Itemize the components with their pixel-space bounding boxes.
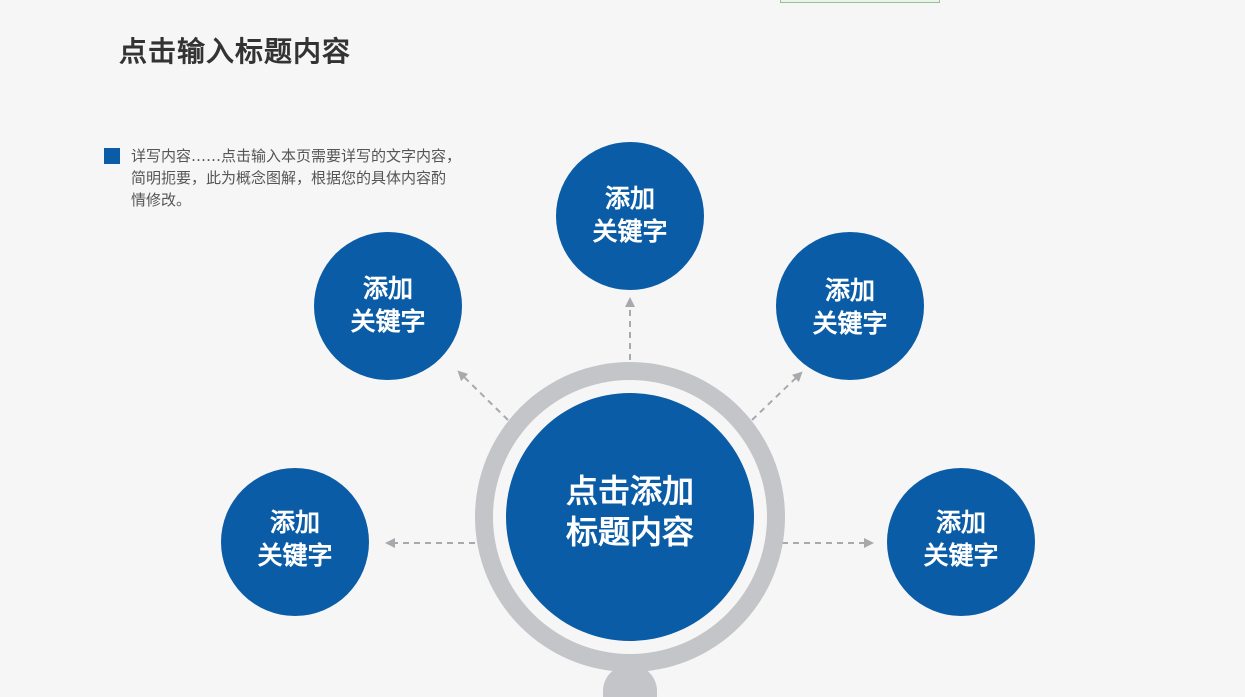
description-line-1: 详写内容……点击输入本页需要详写的文字内容， — [131, 147, 462, 165]
keyword-node-top-line-1: 添加 — [605, 184, 655, 213]
keyword-node-upper-right-line-1: 添加 — [825, 276, 875, 305]
keyword-node-right[interactable]: 添加 关键字 — [887, 468, 1035, 616]
keyword-node-upper-right-line-2: 关键字 — [812, 309, 887, 338]
keyword-node-right-line-2: 关键字 — [923, 541, 998, 570]
keyword-node-upper-left-line-1: 添加 — [363, 274, 413, 303]
keyword-node-right-line-1: 添加 — [936, 508, 986, 537]
description-line-3: 情修改。 — [131, 191, 192, 209]
keyword-node-upper-left[interactable]: 添加 关键字 — [314, 232, 462, 380]
magnifier-handle — [603, 665, 657, 697]
arrow-to-upper-right — [751, 371, 803, 421]
keyword-node-upper-right[interactable]: 添加 关键字 — [776, 232, 924, 380]
center-label-line-1: 点击添加 — [566, 472, 694, 510]
description-text: 详写内容……点击输入本页需要详写的文字内容， 简明扼要，此为概念图解，根据您的具… — [131, 145, 524, 211]
center-node[interactable]: 点击添加 标题内容 — [506, 393, 754, 641]
keyword-node-left[interactable]: 添加 关键字 — [221, 468, 369, 616]
keyword-node-top[interactable]: 添加 关键字 — [556, 142, 704, 290]
slide-title[interactable]: 点击输入标题内容 — [119, 35, 352, 68]
keyword-node-left-line-1: 添加 — [270, 508, 320, 537]
top-tab-decoration — [780, 0, 940, 3]
keyword-node-top-line-2: 关键字 — [592, 217, 667, 246]
keyword-node-left-line-2: 关键字 — [257, 541, 332, 570]
square-bullet-icon — [104, 148, 120, 164]
description-line-2: 简明扼要，此为概念图解，根据您的具体内容酌 — [131, 169, 447, 187]
arrow-to-upper-left — [457, 370, 509, 421]
description-block[interactable]: 详写内容……点击输入本页需要详写的文字内容， 简明扼要，此为概念图解，根据您的具… — [104, 145, 524, 211]
keyword-node-upper-left-line-2: 关键字 — [350, 307, 425, 336]
center-label-line-2: 标题内容 — [566, 513, 694, 551]
